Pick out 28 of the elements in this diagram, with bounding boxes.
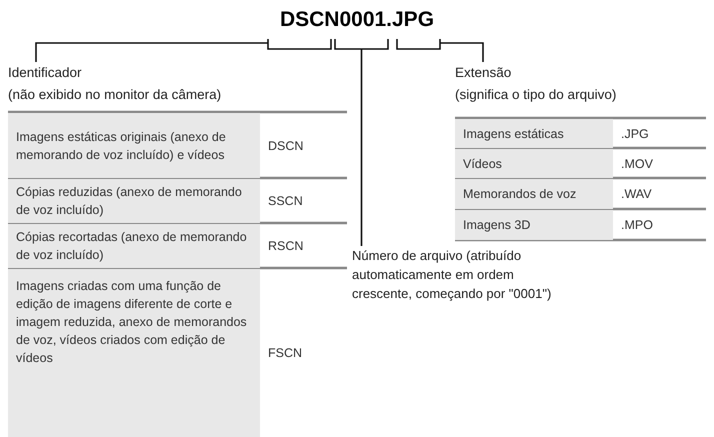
bracket (334, 39, 389, 50)
table-cell: Imagens 3D (455, 210, 613, 240)
annotation-text: Identificador (8, 64, 83, 82)
prefix-cell-text: RSCN (267, 238, 304, 255)
table-cell: Imagens criadas com uma função de edição de imagens diferente de corte e imagem reduzida, anexo de memorandos de voz, vídeos criados com edição de vídeos (8, 269, 260, 437)
bracket (267, 39, 332, 50)
prefix-cell-text: FSCN (267, 345, 304, 362)
leader-line (360, 49, 362, 246)
table-cell: Cópias recortadas (anexo de memorando de voz incluído) (8, 224, 260, 268)
annotation-text: Número de arquivo (atribuído automaticamente em ordem crescente, começando por "0001") (352, 247, 552, 303)
extension-cell-text: .WAV (620, 186, 653, 203)
table-cell: Imagens estáticas originais (anexo de memorando de voz incluído) e vídeos (8, 113, 260, 178)
leader-line (440, 42, 484, 62)
annotation-text: (não exibido no monitor da câmera) (8, 86, 222, 104)
file-name-title: DSCN0001.JPG (278, 7, 436, 33)
bracket (396, 39, 441, 50)
annotation-text: Extensão (455, 64, 512, 82)
table-cell: Memorandos de voz (455, 179, 613, 209)
prefix-cell-text: SSCN (267, 193, 304, 210)
extension-cell-text: .MOV (620, 156, 654, 172)
annotation-text: (significa o tipo do arquivo) (455, 86, 618, 104)
table-cell: Imagens estáticas (455, 119, 613, 148)
extension-cell-text: .MPO (620, 217, 654, 234)
extension-cell-text: .JPG (620, 126, 650, 142)
leader-line (35, 42, 268, 62)
prefix-cell-text: DSCN (267, 138, 304, 154)
table-cell: Cópias reduzidas (anexo de memorando de voz incluído) (8, 179, 260, 223)
table-cell: Vídeos (455, 149, 613, 178)
